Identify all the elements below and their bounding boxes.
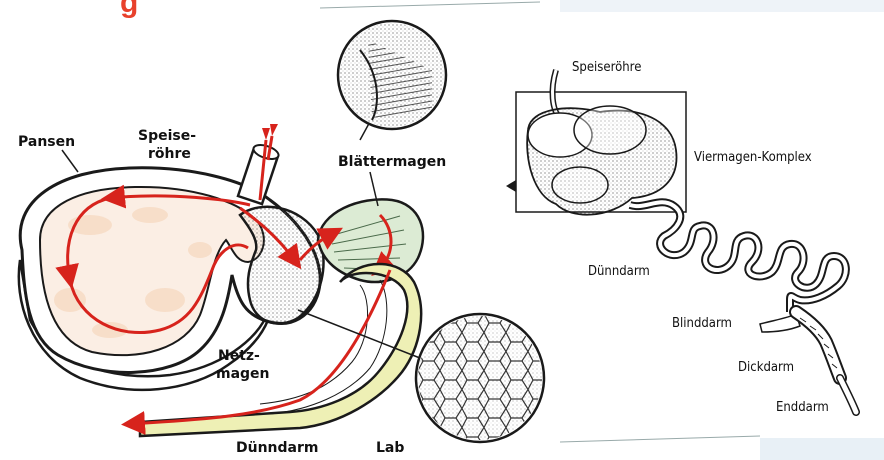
label-duenndarm-left: Dünndarm xyxy=(236,440,318,456)
label-speiseroehre-line2: röhre xyxy=(148,146,191,162)
label-netzmagen-line2: magen xyxy=(216,366,270,382)
label-viermagen: Viermagen-Komplex xyxy=(694,150,812,165)
magnified-omasum-lining xyxy=(338,21,446,129)
label-netzmagen-line1: Netz- xyxy=(218,348,260,364)
label-speiseroehre-right: Speiseröhre xyxy=(572,60,641,75)
viermagen-complex xyxy=(506,70,686,215)
label-enddarm: Enddarm xyxy=(776,400,829,415)
esophagus xyxy=(238,124,280,204)
label-dickdarm: Dickdarm xyxy=(738,360,794,375)
reticulum xyxy=(240,207,324,324)
magnified-reticulum-lining xyxy=(410,310,550,450)
label-lab: Lab xyxy=(376,440,404,456)
label-blaettermagen: Blättermagen xyxy=(338,154,446,170)
label-speiseroehre-line1: Speise- xyxy=(138,128,196,144)
label-pansen: Pansen xyxy=(18,134,75,150)
label-duenndarm-right: Dünndarm xyxy=(588,264,650,279)
label-blinddarm: Blinddarm xyxy=(672,316,732,331)
intestine-coil xyxy=(630,202,846,312)
